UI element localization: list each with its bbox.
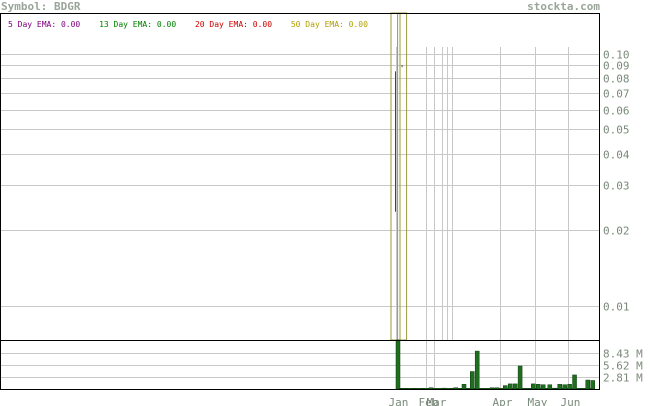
volume-bar: [552, 387, 557, 390]
volume-bar: [453, 387, 458, 390]
price-tick-label: 0.03: [603, 180, 630, 193]
volume-bar: [428, 387, 434, 390]
volume-bar: [507, 383, 513, 390]
volume-bar: [503, 385, 508, 390]
price-tick-label: 0.07: [603, 88, 630, 101]
price-tick-label: 0.08: [603, 73, 630, 86]
price-bar: [397, 12, 408, 341]
volume-bar: [567, 384, 572, 390]
volume-bar: [547, 384, 553, 390]
volume-bar: [512, 383, 518, 390]
price-tick-label: 0.04: [603, 149, 630, 162]
volume-bars: [395, 339, 595, 390]
month-label: Mar: [427, 396, 447, 406]
volume-bar: [441, 387, 447, 390]
volume-tick-label: 5.62 M: [603, 360, 643, 373]
volume-tick-label: 8.43 M: [603, 348, 643, 361]
volume-bar: [517, 365, 523, 390]
volume-bar: [585, 379, 590, 390]
legend-ema13: 13 Day EMA: 0.00: [99, 20, 177, 29]
price-tick-label: 0.02: [603, 225, 630, 238]
ema-legend: 5 Day EMA: 0.00 13 Day EMA: 0.00 20 Day …: [8, 20, 382, 29]
price-tick-label: 0.09: [603, 60, 630, 73]
volume-bar: [536, 384, 541, 390]
volume-bar: [562, 384, 567, 390]
month-label: Jan: [389, 396, 409, 406]
volume-bar: [572, 374, 577, 390]
volume-tick-labels: 2.81 M5.62 M8.43 M: [603, 348, 643, 385]
price-tick-label: 0.10: [603, 49, 630, 62]
volume-bar: [470, 371, 475, 390]
volume-bar: [557, 384, 562, 390]
volume-bar: [494, 387, 500, 390]
month-label: Feb: [419, 396, 439, 406]
month-label: Jun: [561, 396, 581, 406]
volume-grid: [1, 340, 600, 389]
site-name: stockta.com: [527, 0, 600, 13]
price-grid: [1, 47, 600, 340]
volume-bar: [461, 384, 467, 390]
price-tick-label: 0.05: [603, 124, 630, 137]
month-label: Apr: [493, 396, 513, 406]
legend-ema5: 5 Day EMA: 0.00: [8, 20, 81, 29]
symbol-label: Symbol: BDGR: [1, 0, 81, 13]
price-tick-label: 0.06: [603, 105, 630, 118]
volume-tick-label: 2.81 M: [603, 372, 643, 385]
volume-bar: [531, 383, 536, 390]
month-label: May: [528, 396, 548, 406]
legend-ema50: 50 Day EMA: 0.00: [290, 20, 368, 29]
price-panel-border: [0, 13, 600, 341]
volume-bar: [474, 350, 480, 390]
price-bars: [390, 12, 408, 341]
price-tick-label: 0.01: [603, 301, 630, 314]
volume-panel-border: [0, 340, 600, 390]
legend-ema20: 20 Day EMA: 0.00: [194, 20, 273, 29]
volume-bar: [489, 387, 495, 390]
price-tick-labels: 0.01 0.02 0.03 0.04 0.05 0.06 0.07 0.080.090.10: [603, 49, 630, 314]
volume-bar: [395, 339, 401, 390]
volume-bar: [540, 384, 546, 390]
volume-bar: [590, 380, 595, 390]
